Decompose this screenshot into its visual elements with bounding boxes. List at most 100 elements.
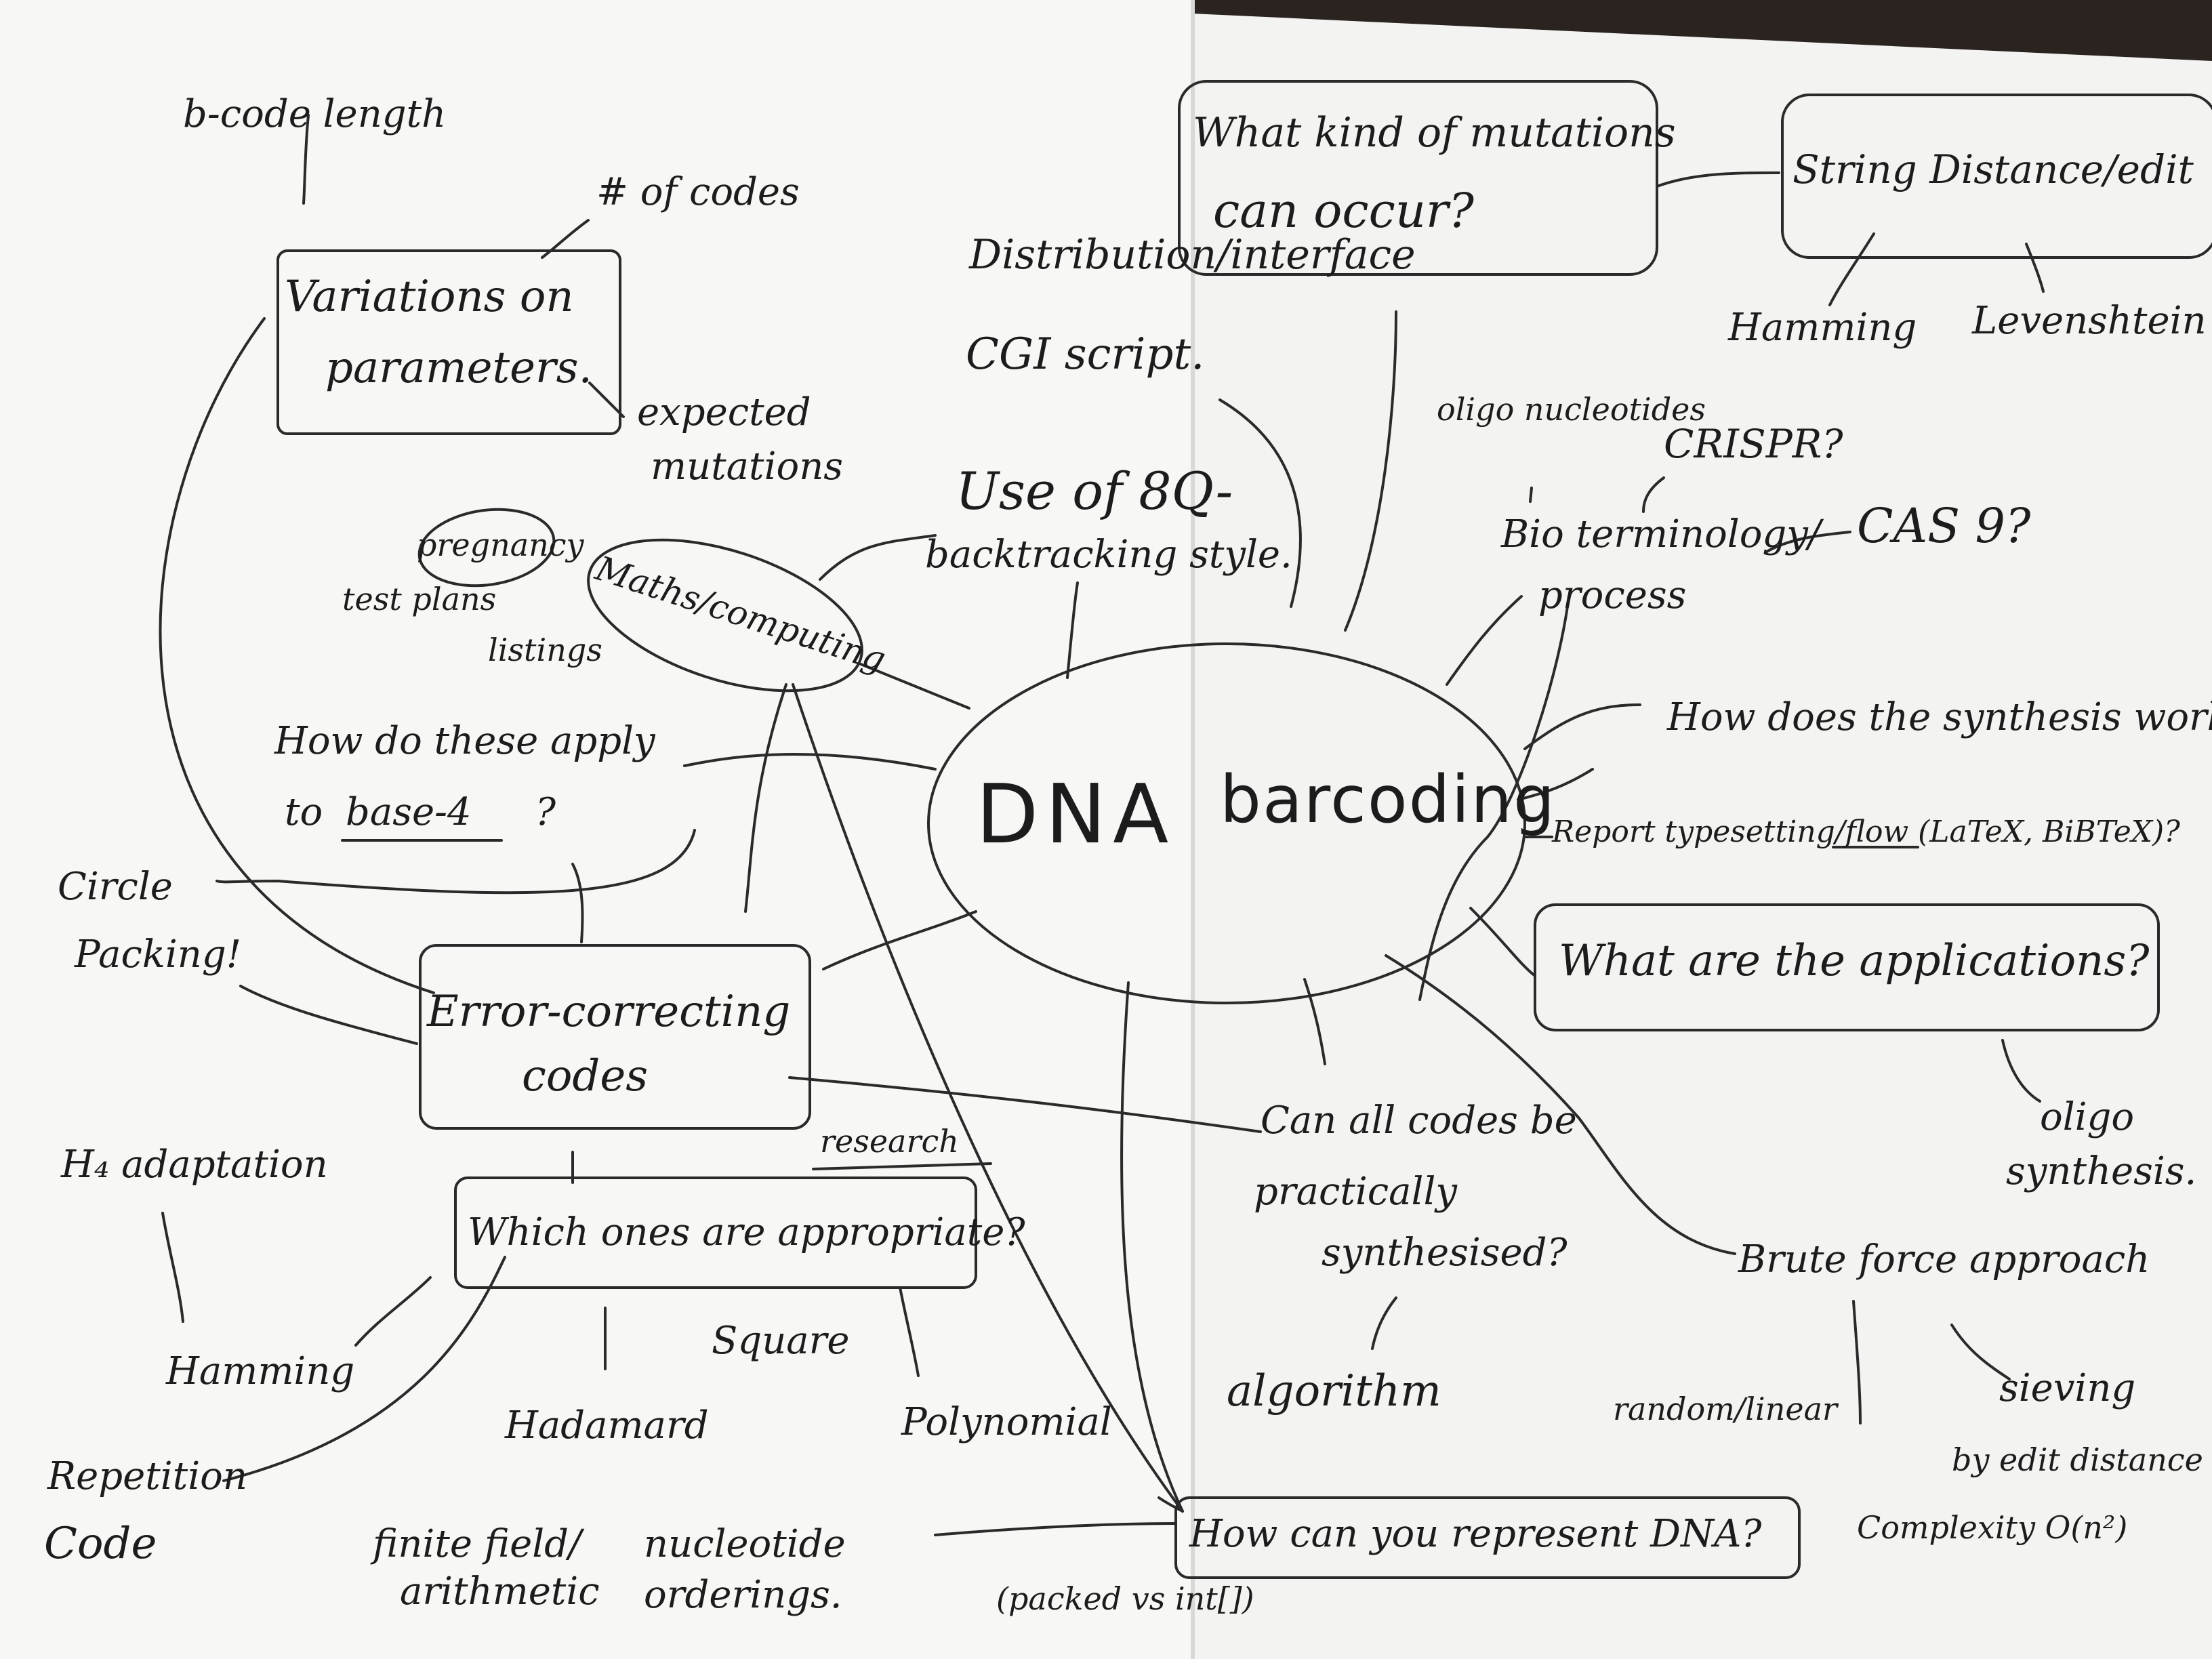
connector — [1066, 581, 1079, 679]
connector — [1344, 310, 1397, 632]
connector — [1950, 1324, 2011, 1380]
connector — [1418, 595, 1570, 1001]
connector — [1642, 476, 1665, 513]
oligo-synthesis-text-2: synthesis. — [2006, 1149, 2197, 1193]
bio-terminology-text-1: Bio terminology/ — [1501, 512, 1821, 556]
apply-text-2b: base-4 — [346, 790, 472, 834]
repetition-code-text-1: Repetition — [47, 1454, 247, 1498]
pregnancy-label: pregnancy — [417, 527, 584, 563]
report-label: Report typesetting/flow (LaTeX, BiBTeX)? — [1552, 815, 2180, 849]
center-title-dna: DNA — [976, 768, 1176, 862]
connector — [239, 985, 418, 1045]
levenshtein-label: Levenshtein — [1972, 299, 2207, 343]
underline-research — [812, 1162, 992, 1170]
connector — [859, 663, 970, 710]
connector — [302, 114, 310, 205]
nucleotide-orderings-text-1: nucleotide — [644, 1522, 846, 1566]
can-all-codes-text-1: Can all codes be — [1261, 1099, 1577, 1143]
connector — [571, 863, 584, 943]
ecc-box — [419, 944, 811, 1130]
can-all-codes-text-3: synthesised? — [1322, 1231, 1568, 1275]
oligo-nucleotides-label: oligo nucleotides — [1437, 391, 1706, 428]
finite-field-text-1: finite field/ — [373, 1522, 581, 1566]
repetition-code-text-2: Code — [44, 1519, 157, 1569]
connector — [1158, 1496, 1184, 1513]
connector — [899, 1286, 920, 1377]
connector — [1120, 981, 1184, 1513]
connector — [744, 683, 787, 913]
represent-dna-label: How can you represent DNA? — [1189, 1512, 1762, 1556]
complexity-label: Complexity O(n²) — [1857, 1509, 2128, 1546]
random-linear-label: random/linear — [1613, 1391, 1837, 1427]
distribution-text-1: Distribution/interface — [969, 231, 1416, 279]
oligo-synthesis-text-1: oligo — [2040, 1095, 2135, 1139]
brute-force-label: Brute force approach — [1738, 1237, 2150, 1282]
connector — [588, 382, 625, 418]
connector — [792, 683, 1184, 1513]
listings-label: listings — [488, 632, 602, 668]
nucleotide-orderings-text-2: orderings. — [644, 1573, 842, 1617]
connector — [1529, 487, 1533, 503]
test-plans-label: test plans — [342, 581, 497, 617]
pregnancy-oval — [417, 508, 556, 588]
connector — [1371, 1296, 1397, 1350]
connector — [541, 219, 590, 259]
apply-text-2a: to — [285, 790, 323, 834]
finite-field-text-2: arithmetic — [400, 1570, 600, 1614]
connector — [354, 1276, 432, 1347]
synthesis-label: How does the synthesis work? — [1667, 695, 2212, 739]
mutations-text-1: What kind of mutations — [1193, 109, 1676, 157]
mutations-text-2: can occur? — [1213, 183, 1474, 239]
connector — [788, 1076, 1262, 1133]
connector — [1218, 398, 1302, 608]
ecc-text-2: codes — [522, 1051, 649, 1101]
connector — [1764, 531, 1851, 554]
center-title-barcoding: barcoding — [1220, 762, 1557, 838]
polynomial-code-label: Polynomial — [901, 1400, 1112, 1444]
applications-box — [1534, 903, 2160, 1031]
h4-adaptation-label: H₄ adaptation — [61, 1143, 328, 1187]
connector — [934, 1522, 1177, 1536]
connector — [1469, 907, 1536, 977]
connector — [1852, 1300, 1862, 1425]
connector — [222, 1256, 506, 1482]
connector — [1523, 703, 1641, 750]
code-length-label: b-code length — [183, 92, 447, 136]
center-oval — [927, 642, 1526, 1004]
maths-oval — [587, 538, 863, 693]
connector — [683, 753, 937, 771]
hamming-code-label: Hamming — [166, 1349, 355, 1393]
represent-dna-box — [1174, 1496, 1801, 1579]
use-8q-text-2: backtracking style. — [925, 533, 1292, 577]
cas9-label: CAS 9? — [1857, 498, 2031, 554]
square-code-label: Square — [712, 1319, 850, 1363]
crispr-label: CRISPR? — [1664, 421, 1843, 467]
connector — [2001, 1039, 2041, 1103]
string-distance-box — [1781, 94, 2212, 259]
expected-text-1: expected — [637, 390, 811, 434]
paper-left-sheet — [0, 0, 1193, 1659]
hamming-distance-label: Hamming — [1728, 306, 1917, 350]
research-label: research — [820, 1123, 959, 1160]
variations-text-2: parameters. — [325, 343, 592, 393]
sieving-text-1: sieving — [1999, 1366, 2136, 1410]
can-all-codes-text-2: practically — [1254, 1170, 1457, 1214]
apply-text-1: How do these apply — [274, 719, 655, 763]
connector — [819, 534, 937, 581]
connector — [1303, 978, 1326, 1065]
sieving-text-2: by edit distance — [1952, 1441, 2203, 1478]
connector — [822, 910, 977, 970]
paper-right-sheet — [1193, 14, 2212, 1659]
connector — [1517, 768, 1594, 801]
variations-box — [276, 249, 621, 435]
distribution-text-2: CGI script. — [966, 329, 1205, 380]
connector — [2025, 243, 2045, 293]
connector — [1446, 595, 1523, 686]
expected-text-2: mutations — [651, 445, 843, 489]
mutations-box — [1178, 80, 1658, 276]
use-8q-text-1: Use of 8Q- — [956, 461, 1233, 521]
connector — [1385, 954, 1736, 1255]
circle-packing-text-2: Packing! — [75, 933, 242, 977]
variations-text-1: Variations on — [285, 272, 574, 322]
